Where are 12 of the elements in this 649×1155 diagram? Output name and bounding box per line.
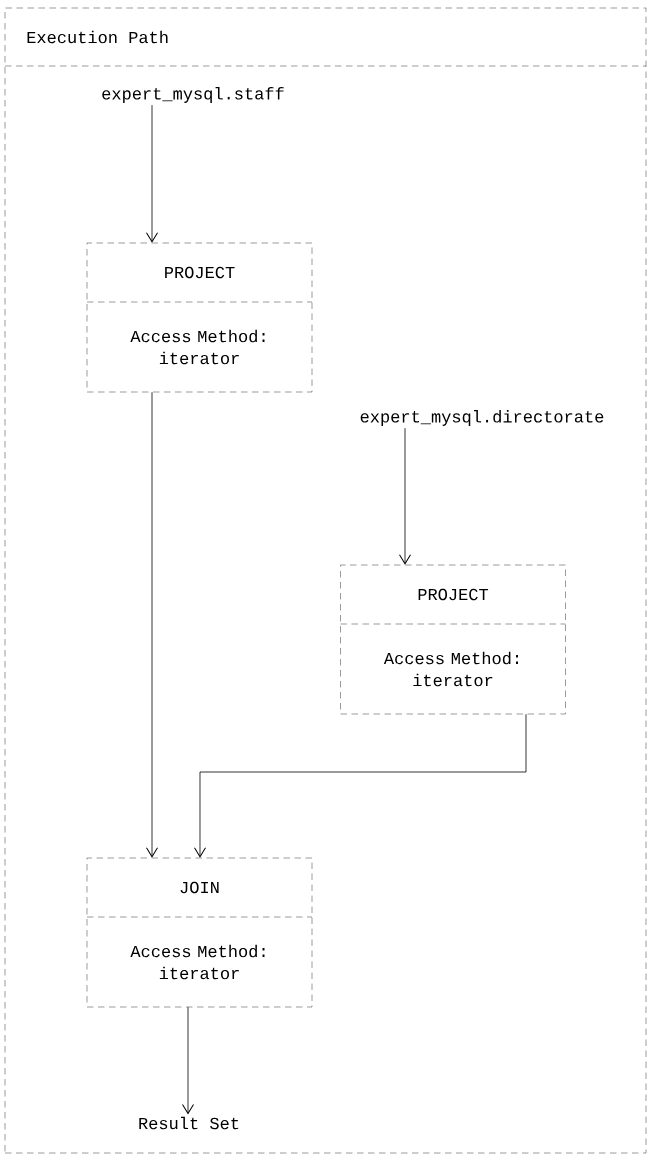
operator-box: JOIN Access Method: iterator — [86, 857, 313, 1008]
operator-box: PROJECT Access Method: iterator — [86, 242, 313, 393]
arrow — [194, 713, 527, 858]
table-label: Result Set — [139, 1116, 239, 1130]
operator-box: PROJECT Access Method: iterator — [340, 564, 566, 715]
arrow — [182, 1006, 194, 1115]
arrow — [399, 427, 411, 565]
arrow — [146, 104, 158, 243]
arrow — [146, 391, 158, 858]
panel-title: Execution Path — [27, 30, 168, 44]
table-label: expert_mysql.directorate — [360, 410, 604, 426]
table-label: expert_mysql.staff — [102, 87, 284, 103]
